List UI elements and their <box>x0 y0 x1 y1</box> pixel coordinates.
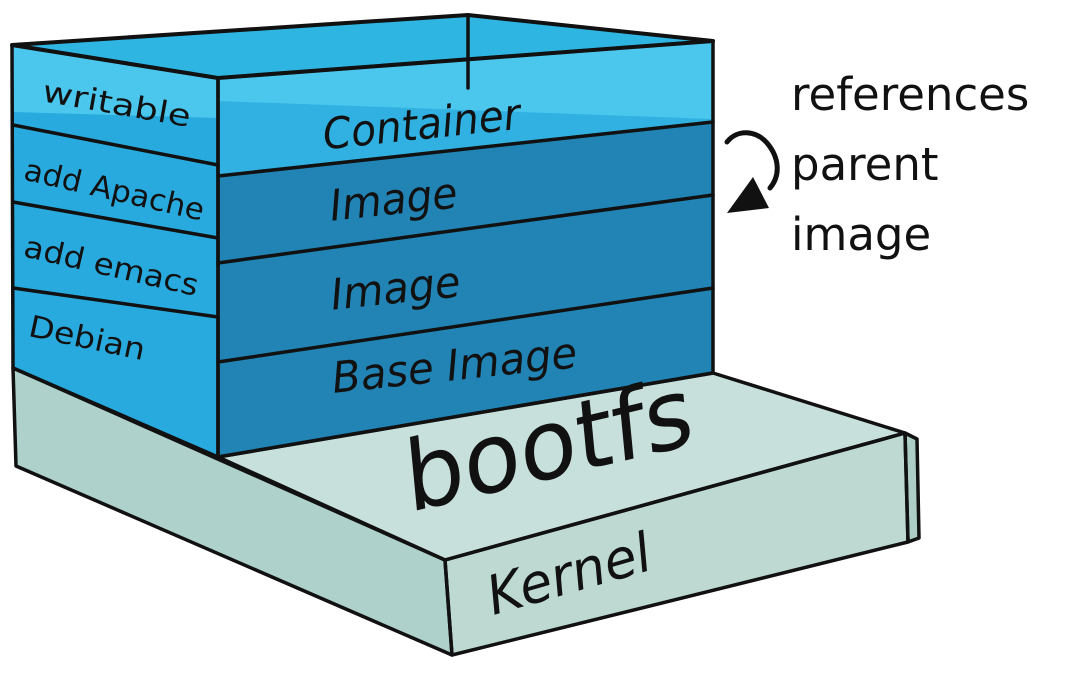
platform-front-face <box>445 433 908 655</box>
annotation-line-parent: parent <box>791 138 939 191</box>
curved-arrow-shaft <box>724 130 780 191</box>
layer-line-image-image <box>216 193 715 265</box>
layer-line-container-image <box>216 120 715 178</box>
layer-line-image-baseimage <box>216 286 715 364</box>
container-headspace-left <box>12 45 218 118</box>
annotation-line-image: image <box>791 208 931 261</box>
layer-line-writable-apache <box>11 123 220 167</box>
platform-right-outline <box>903 431 921 544</box>
curved-arrow-icon <box>724 130 780 213</box>
platform-left-face <box>13 368 452 655</box>
platform-top-face <box>218 373 905 560</box>
stack-fills <box>12 15 713 457</box>
stack-right-outline <box>216 39 715 459</box>
annotation-line-references: references <box>791 68 1029 121</box>
layer-line-apache-emacs <box>11 200 220 240</box>
layer-line-emacs-debian <box>11 286 220 319</box>
diagram-outlines <box>10 13 921 657</box>
container-headspace-right <box>218 41 713 119</box>
curved-arrow-head <box>727 177 769 213</box>
stack-top-face <box>12 15 713 78</box>
stack-left-face <box>12 45 218 457</box>
